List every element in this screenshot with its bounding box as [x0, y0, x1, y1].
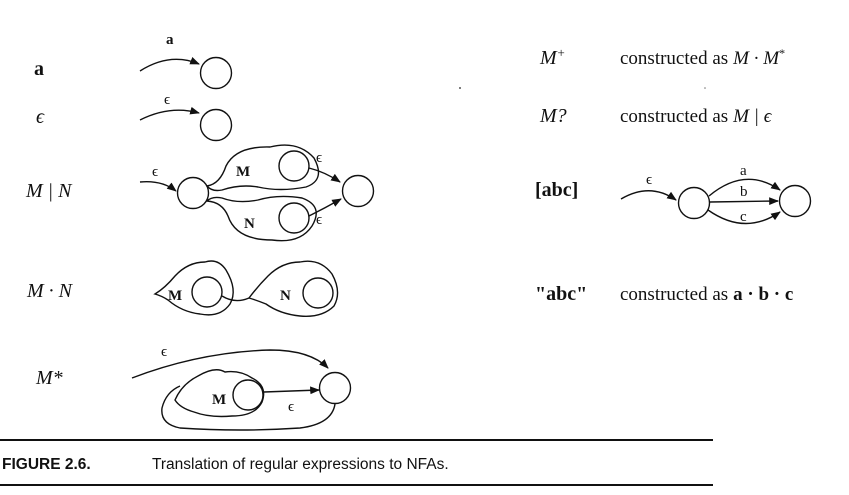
edge-c-class [707, 209, 781, 225]
sub-machine-n [205, 195, 317, 242]
state-start-class [677, 186, 711, 220]
edge-label-eps-in-class: ϵ [646, 172, 652, 188]
speck-mark-2 [704, 87, 706, 89]
state-n-end [278, 202, 310, 234]
edge-eps-in-alt [139, 181, 177, 192]
sub-machine-m-concat [153, 260, 234, 316]
figure-caption-text: Translation of regular expressions to NF… [152, 456, 449, 473]
expr-alternation: M | N [25, 180, 73, 202]
edge-label-epsilon: ϵ [164, 92, 170, 108]
row-concatenation: M · N M N [26, 260, 339, 317]
sub-label-m-star: M [212, 392, 226, 408]
sub-machine-m-star [174, 369, 265, 418]
row-epsilon: ϵ ϵ [36, 92, 233, 142]
expr-string: "abc" [535, 283, 587, 305]
expr-plus: M+ [539, 45, 565, 70]
edge-b-class [709, 197, 779, 206]
edge-label-a: a [166, 32, 174, 48]
edge-loop-back [161, 385, 336, 431]
state-m-star-end [232, 379, 264, 411]
sub-machine-n-concat [247, 260, 339, 317]
caption-top-rule [0, 439, 713, 441]
state-m-end [278, 150, 310, 182]
state-a [199, 56, 233, 90]
edge-eps-inner [263, 386, 320, 395]
expr-a: a [34, 58, 44, 80]
sub-label-n-concat: N [280, 288, 291, 304]
edge-label-a-class: a [740, 163, 747, 179]
state-star [318, 371, 352, 405]
row-star: M* ϵ M ϵ [35, 344, 352, 431]
edge-eps-in-class [620, 190, 677, 201]
expr-optional: M? [539, 105, 567, 127]
row-alternation: M | N ϵ M N ϵ ϵ [25, 144, 375, 242]
state-epsilon [199, 108, 233, 142]
edge-label-eps-out-m: ϵ [316, 150, 322, 166]
sub-machine-m [205, 144, 320, 192]
expr-star: M* [35, 367, 63, 389]
edge-eps-out-m [308, 167, 341, 183]
link-m-to-n [221, 295, 250, 302]
row-a: a a [34, 32, 233, 90]
sub-label-n: N [244, 216, 255, 232]
speck-mark [459, 87, 461, 89]
edge-label-b-class: b [740, 184, 748, 200]
expr-char-class: [abc] [535, 179, 578, 201]
state-m-concat-end [191, 276, 223, 308]
edge-label-eps-out-n: ϵ [316, 212, 322, 228]
state-accept-alt [341, 174, 375, 208]
edge-label-c-class: c [740, 209, 747, 225]
edge-a [139, 57, 200, 72]
expr-epsilon: ϵ [36, 106, 45, 128]
expr-concatenation: M · N [26, 280, 74, 302]
figure-caption: FIGURE 2.6. Translation of regular expre… [0, 452, 713, 480]
state-start-alt [176, 176, 210, 210]
edge-eps-skip [131, 349, 329, 379]
edge-epsilon [139, 106, 200, 121]
edge-eps-out-n [308, 198, 342, 217]
state-n-concat-end [302, 277, 334, 309]
edge-label-eps-inner: ϵ [288, 399, 294, 415]
state-accept-class [778, 184, 812, 218]
row-char-class: [abc] ϵ a b c [535, 163, 812, 225]
sub-label-m-concat: M [168, 288, 182, 304]
edge-label-eps-in-alt: ϵ [152, 164, 158, 180]
edge-a-class [708, 178, 781, 197]
caption-bottom-rule [0, 484, 713, 486]
sub-label-m: M [236, 164, 250, 180]
figure-number: FIGURE 2.6. [2, 456, 91, 473]
edge-label-eps-skip: ϵ [161, 344, 167, 360]
